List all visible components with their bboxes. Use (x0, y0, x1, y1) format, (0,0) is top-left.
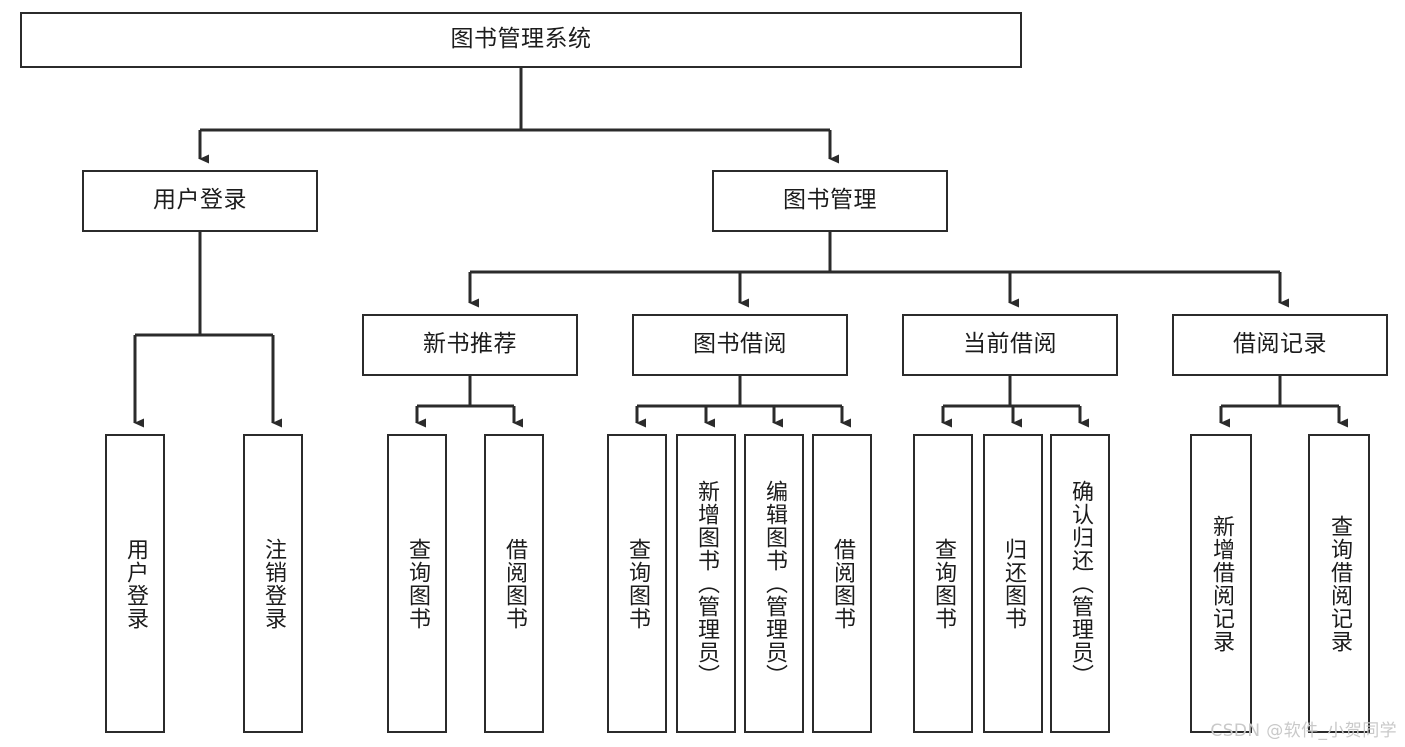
leaf-node-label: 查询图书 (404, 537, 430, 630)
leaf-node-box[interactable]: 查询图书 (387, 434, 447, 733)
leaf-node-box[interactable]: 借阅图书 (812, 434, 872, 733)
level2-node-label: 用户登录 (153, 187, 247, 214)
leaf-node-label: 查询借阅记录 (1326, 514, 1352, 653)
leaf-node-box[interactable]: 查询图书 (913, 434, 973, 733)
leaf-node-label: 借阅图书 (501, 537, 527, 630)
leaf-node-label: 归还图书 (1000, 537, 1026, 630)
level3-node-label: 借阅记录 (1233, 331, 1327, 358)
level3-node-label: 图书借阅 (693, 331, 787, 358)
leaf-node-box[interactable]: 注销登录 (243, 434, 303, 733)
level2-node-box[interactable]: 用户登录 (82, 170, 318, 232)
leaf-node-label: 新增借阅记录 (1208, 514, 1234, 653)
leaf-node-label: 注销登录 (260, 537, 286, 630)
level3-node-box[interactable]: 当前借阅 (902, 314, 1118, 376)
watermark-text: CSDN @软件_小贺同学 (1210, 721, 1397, 741)
level2-node-box[interactable]: 图书管理 (712, 170, 948, 232)
leaf-node-box[interactable]: 新增借阅记录 (1190, 434, 1252, 733)
root-node-label: 图书管理系统 (450, 26, 592, 53)
leaf-node-label: 编辑图书（管理员） (761, 480, 787, 687)
level2-node-label: 图书管理 (783, 187, 877, 214)
root-node-box[interactable]: 图书管理系统 (20, 12, 1022, 68)
leaf-node-box[interactable]: 查询图书 (607, 434, 667, 733)
leaf-node-label: 新增图书（管理员） (693, 480, 719, 687)
level3-node-label: 新书推荐 (423, 331, 517, 358)
leaf-node-label: 确认归还（管理员） (1067, 480, 1093, 687)
leaf-node-box[interactable]: 查询借阅记录 (1308, 434, 1370, 733)
leaf-node-label: 借阅图书 (829, 537, 855, 630)
leaf-node-box[interactable]: 归还图书 (983, 434, 1043, 733)
level3-node-box[interactable]: 新书推荐 (362, 314, 578, 376)
level3-node-box[interactable]: 图书借阅 (632, 314, 848, 376)
leaf-node-label: 查询图书 (624, 537, 650, 630)
leaf-node-label: 查询图书 (930, 537, 956, 630)
level3-node-label: 当前借阅 (963, 331, 1057, 358)
leaf-node-box[interactable]: 用户登录 (105, 434, 165, 733)
leaf-node-label: 用户登录 (122, 537, 148, 630)
leaf-node-box[interactable]: 确认归还（管理员） (1050, 434, 1110, 733)
leaf-node-box[interactable]: 借阅图书 (484, 434, 544, 733)
leaf-node-box[interactable]: 编辑图书（管理员） (744, 434, 804, 733)
leaf-node-box[interactable]: 新增图书（管理员） (676, 434, 736, 733)
level3-node-box[interactable]: 借阅记录 (1172, 314, 1388, 376)
